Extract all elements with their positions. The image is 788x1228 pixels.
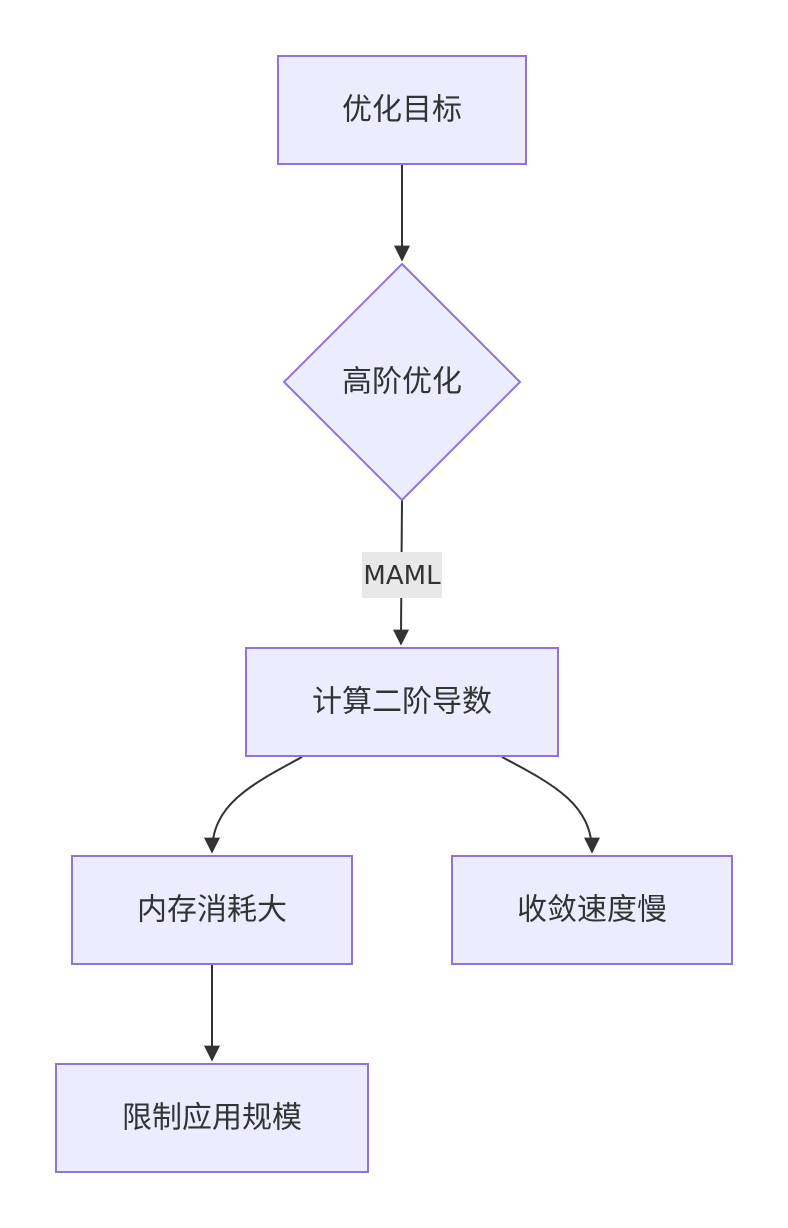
edge-label-maml-text: MAML: [363, 561, 441, 591]
edge-second-derivative-to-memory: [204, 756, 303, 854]
node-second-derivative-label: 计算二阶导数: [312, 685, 492, 720]
node-higher-order: 高阶优化: [282, 262, 522, 502]
node-convergence: 收敛速度慢: [451, 855, 733, 965]
node-memory-label: 内存消耗大: [137, 893, 287, 928]
node-limit: 限制应用规模: [55, 1063, 369, 1173]
node-goal-label: 优化目标: [342, 93, 462, 128]
edge-label-maml: MAML: [362, 552, 442, 598]
node-convergence-label: 收敛速度慢: [517, 893, 667, 928]
node-higher-order-label: 高阶优化: [342, 365, 462, 400]
node-limit-label: 限制应用规模: [122, 1101, 302, 1136]
node-memory: 内存消耗大: [71, 855, 353, 965]
node-second-derivative: 计算二阶导数: [245, 647, 559, 757]
edge-second-derivative-to-convergence: [501, 756, 600, 854]
node-goal: 优化目标: [277, 55, 527, 165]
